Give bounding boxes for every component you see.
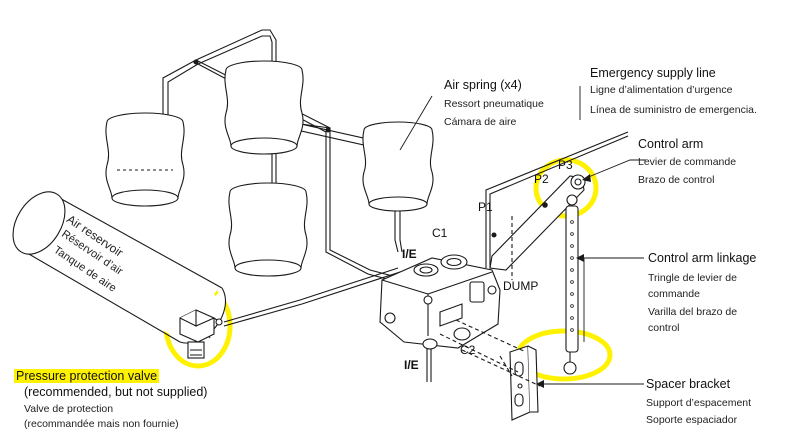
control-arm-linkage [563,194,579,375]
emergency-supply-line [485,131,629,280]
leader-arrows [536,174,591,388]
spacer-bracket [509,345,539,421]
callout-linkage-fr-2: commande [648,288,700,300]
leader-lines [399,86,646,385]
callout-ppv-en: Pressure protection valve [14,369,160,384]
height-control-valve [379,254,501,350]
tee-fitting-2 [325,127,331,133]
callout-emergency-fr: Ligne d’alimentation d’urgence [590,84,733,96]
callout-air-spring-en: Air spring (x4) [444,78,522,92]
port-p3: P3 [558,158,573,172]
callout-linkage-fr-1: Tringle de levier de [648,272,737,284]
port-ie-top: I/E [402,247,417,261]
callout-linkage-es-2: control [648,322,680,334]
callout-linkage-es-1: Varilla del brazo de [648,306,738,318]
air-spring-rear-right [224,60,304,155]
tee-fitting-1 [193,59,199,65]
callout-spacer-fr: Support d’espacement [646,397,752,409]
callout-ppv-fr-2: (recommandée mais non fournie) [24,418,179,430]
callout-air-spring-es: Cámara de aire [444,116,517,128]
callout-linkage-en: Control arm linkage [648,251,757,265]
air-spring-rear-left [105,112,185,207]
callout-spacer-en: Spacer bracket [646,377,731,391]
port-c1: C1 [432,226,448,240]
port-p1: P1 [478,200,493,214]
pressure-protection-valve [179,309,223,359]
callout-control-arm-fr: Levier de commande [638,156,737,168]
air-spring-front-right [362,121,434,212]
callout-emergency-en: Emergency supply line [590,66,716,80]
port-ie-bottom: I/E [404,358,419,372]
port-c2: C2 [460,343,476,357]
port-dump: DUMP [503,279,539,293]
control-arm [489,174,586,271]
callout-air-spring-fr: Ressort pneumatique [444,98,544,110]
air-spring-front-left [228,182,308,277]
port-p2: P2 [534,172,549,186]
callout-emergency-es: Línea de suministro de emergencia. [590,104,757,116]
mounting-guides [439,319,541,387]
callout-ppv-fr: Valve de protection [24,403,114,415]
callout-ppv-en-2: (recommended, but not supplied) [24,385,208,399]
callout-control-arm-es: Brazo de control [638,174,715,186]
callout-control-arm-en: Control arm [638,137,704,151]
callout-spacer-es: Soporte espaciador [646,414,738,426]
